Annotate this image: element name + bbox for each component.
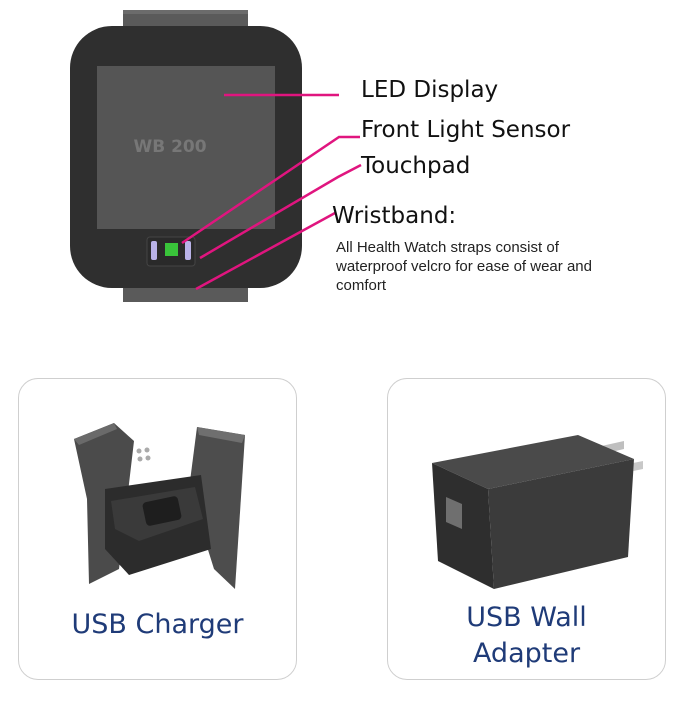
- usb-wall-adapter-label-line2: Adapter: [472, 638, 581, 669]
- touchpad-label: Touchpad: [361, 153, 471, 179]
- usb-charger-card: USB Charger: [18, 378, 297, 680]
- leader-light-sensor: [181, 135, 360, 245]
- usb-charger-label: USB Charger: [71, 609, 244, 640]
- touchpad-left-light: [151, 241, 157, 260]
- light-sensor-dot: [165, 243, 178, 256]
- touchpad-right-light: [185, 241, 191, 260]
- wristband-description: All Health Watch straps consist of water…: [336, 239, 592, 294]
- watch-diagram: WB 200: [70, 10, 362, 302]
- led-display-screen: [97, 66, 275, 229]
- usb-charger-icon: [74, 423, 245, 589]
- leader-wristband: [195, 211, 336, 291]
- led-display-label: LED Display: [361, 77, 499, 103]
- usb-wall-adapter-card: USB Wall Adapter: [387, 378, 666, 680]
- usb-wall-adapter-icon: [432, 435, 643, 589]
- leader-lines: [181, 93, 362, 291]
- leader-touchpad: [199, 163, 362, 260]
- wristband-label: Wristband:: [332, 203, 457, 229]
- front-light-sensor-label: Front Light Sensor: [361, 117, 571, 143]
- usb-wall-adapter-label-line1: USB Wall: [466, 602, 587, 633]
- screen-model-text: WB 200: [133, 137, 206, 157]
